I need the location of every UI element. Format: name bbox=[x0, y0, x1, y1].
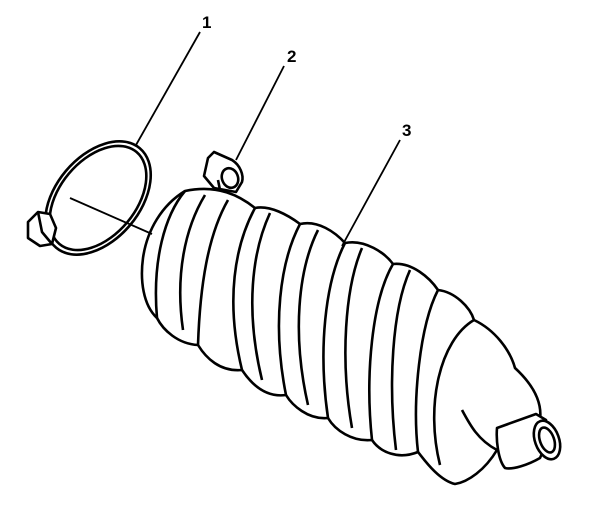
bellows-end-cap bbox=[460, 409, 498, 452]
rack-boot-bellows-icon bbox=[140, 187, 562, 486]
leader-line-1 bbox=[135, 31, 201, 146]
leader-lines bbox=[69, 31, 401, 247]
leader-line-3 bbox=[341, 139, 401, 247]
callout-1: 1 bbox=[202, 13, 211, 32]
callout-3: 3 bbox=[402, 121, 411, 140]
bellows-outline bbox=[140, 187, 542, 486]
collar-opening-inner bbox=[537, 426, 557, 454]
breather-opening bbox=[220, 166, 240, 190]
callout-2: 2 bbox=[287, 47, 296, 66]
bellows-ribs bbox=[154, 190, 475, 466]
breather-tube-icon bbox=[202, 150, 244, 194]
leader-line-2 bbox=[235, 65, 285, 161]
leader-line-axis bbox=[69, 197, 153, 235]
breather-stem bbox=[216, 179, 222, 191]
